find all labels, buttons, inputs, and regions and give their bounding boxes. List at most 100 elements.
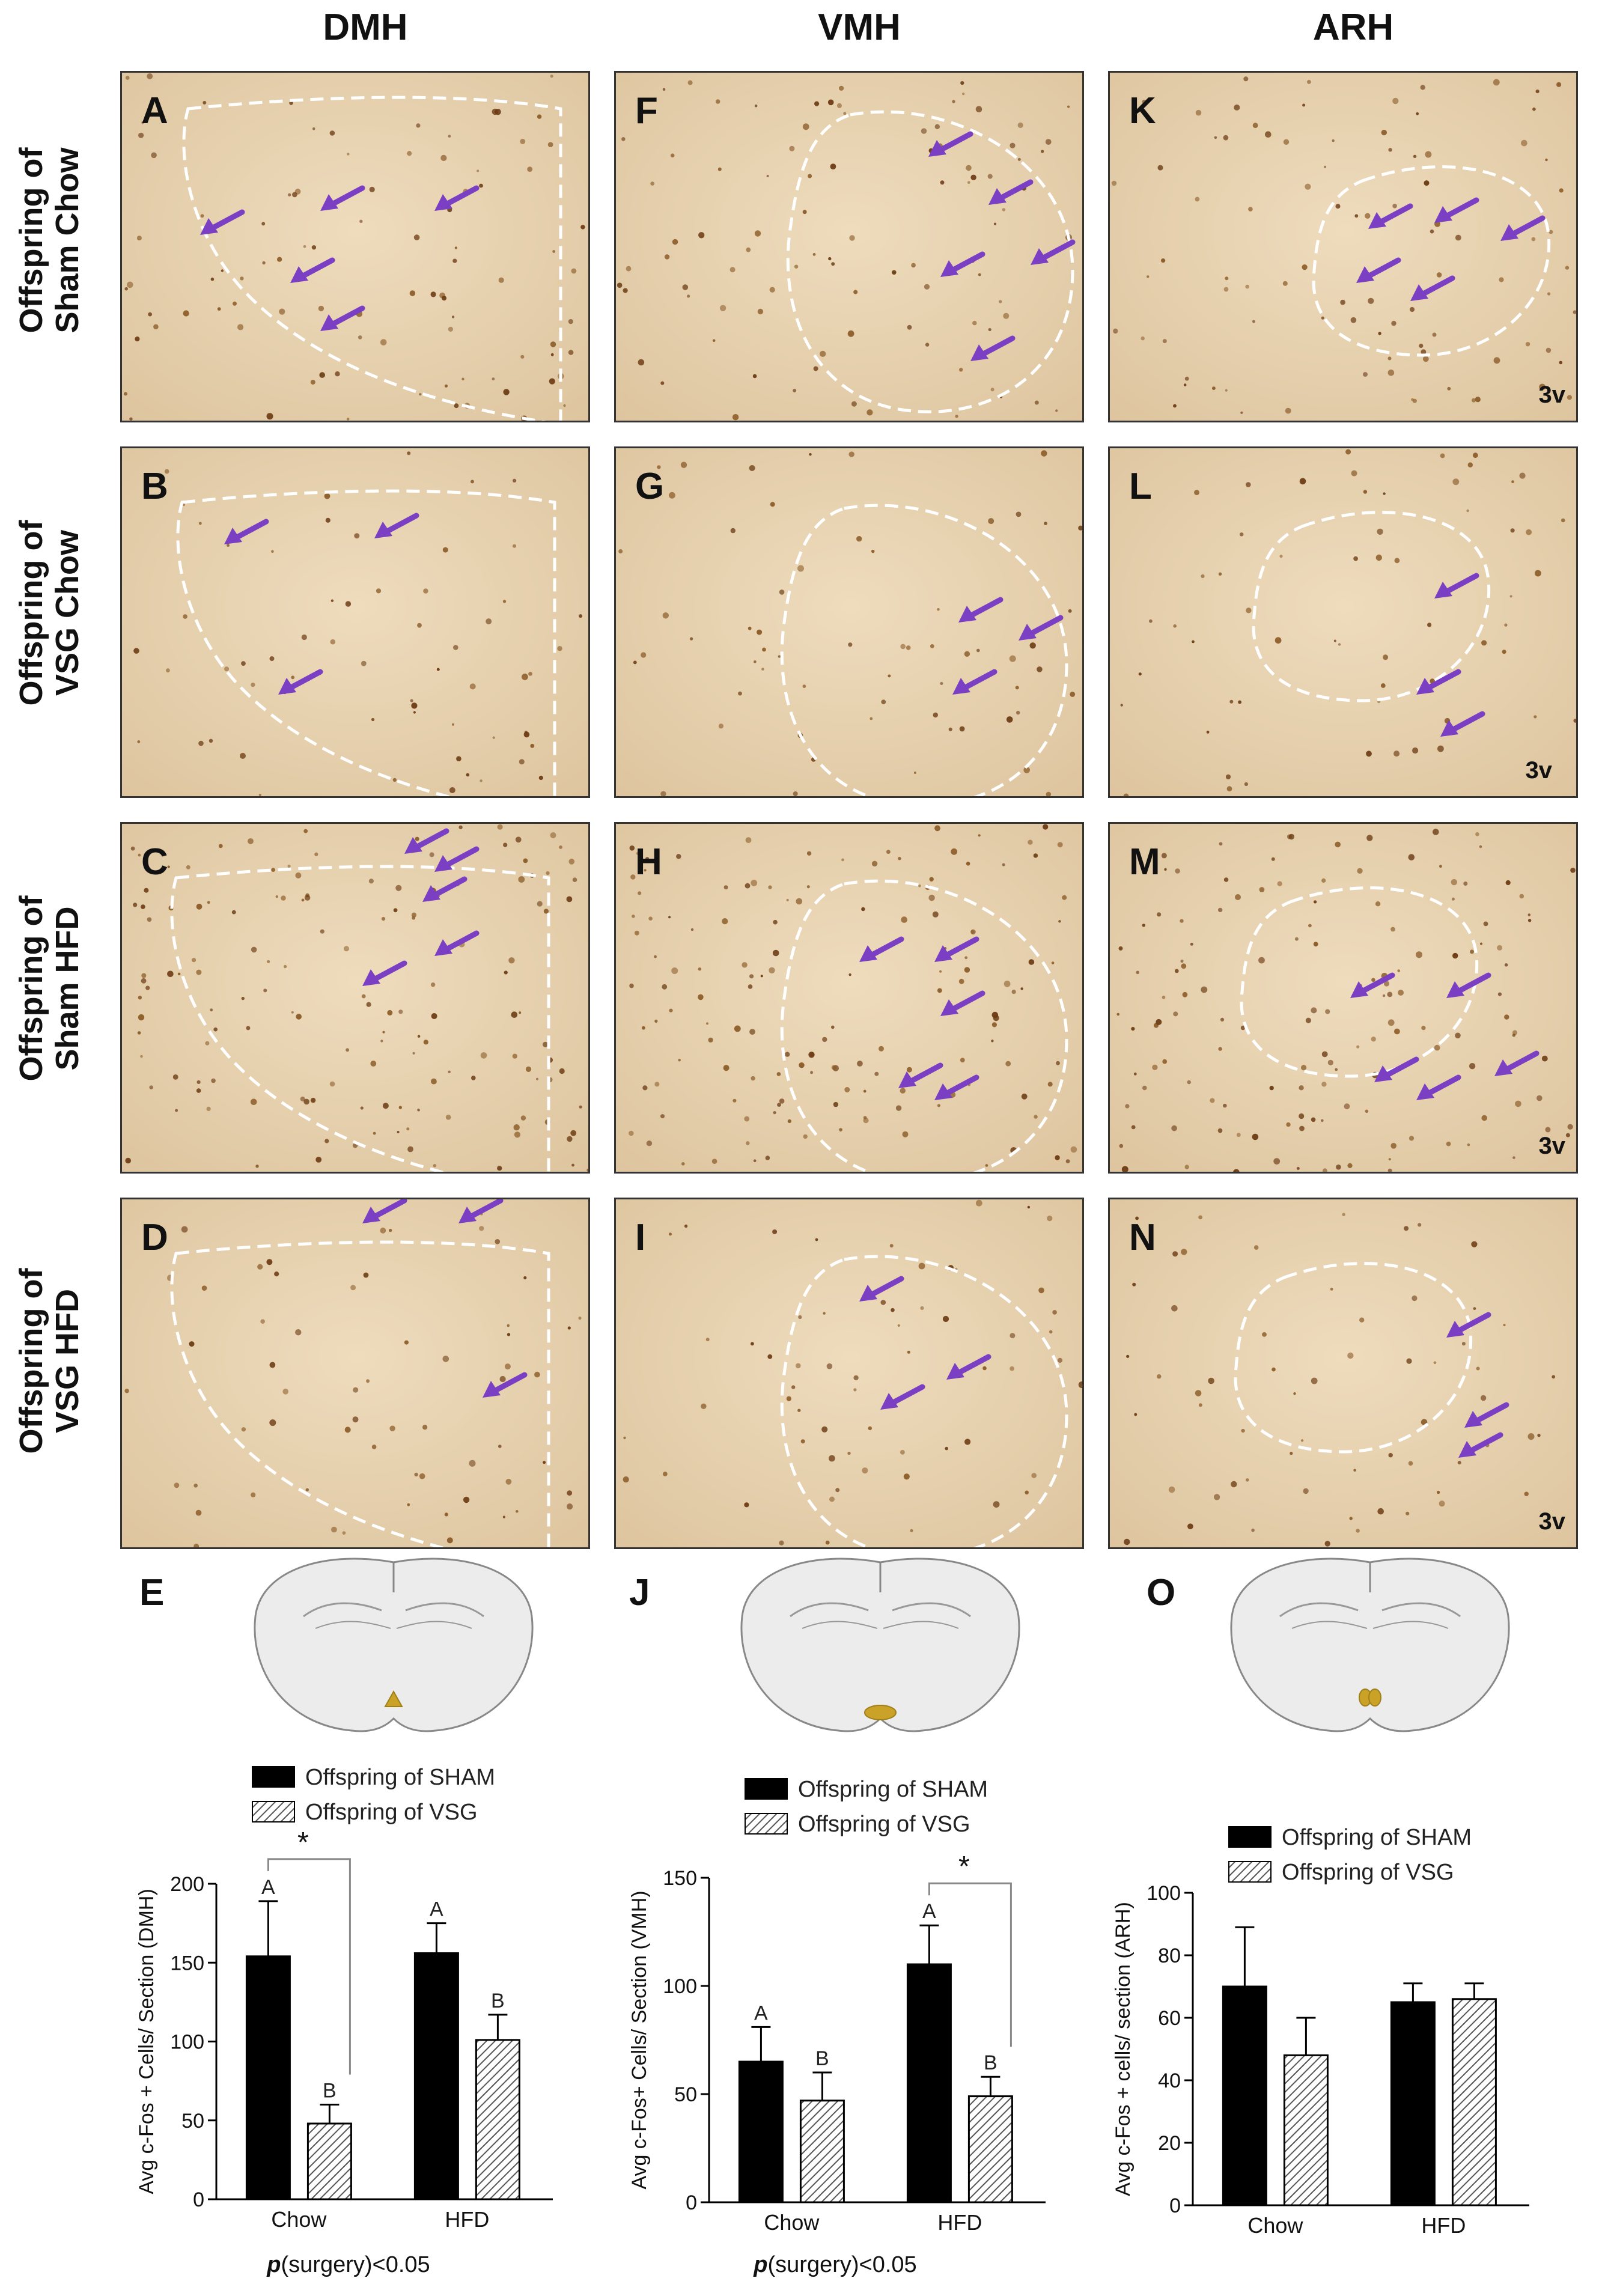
- stained-cell: [1175, 868, 1180, 874]
- stained-cell: [1235, 894, 1241, 900]
- stained-cell: [1493, 357, 1500, 364]
- stained-cell: [907, 1350, 910, 1354]
- stained-cell: [988, 518, 994, 525]
- stained-cell: [361, 660, 367, 666]
- stained-cell: [431, 1013, 437, 1019]
- stained-cell: [1023, 767, 1030, 773]
- stained-cell: [959, 368, 963, 372]
- stained-cell: [210, 1008, 213, 1012]
- stained-cell: [791, 1385, 796, 1389]
- stained-cell: [559, 845, 562, 849]
- stained-cell: [960, 81, 964, 85]
- stained-cell: [1031, 1473, 1037, 1478]
- stained-cell: [1422, 356, 1429, 362]
- arrow-icon: [1446, 972, 1491, 998]
- stained-cell: [454, 403, 459, 409]
- bar: [413, 1952, 459, 2200]
- stained-cell: [196, 1088, 201, 1093]
- stained-cell: [945, 1446, 948, 1451]
- stained-cell: [344, 946, 349, 952]
- stained-cell: [1452, 952, 1458, 959]
- stained-cell: [312, 127, 315, 130]
- stained-cell: [1387, 991, 1393, 997]
- stained-cell: [766, 175, 769, 177]
- stained-cell: [1161, 258, 1166, 263]
- stained-cell: [698, 967, 702, 971]
- stained-cell: [567, 1136, 573, 1142]
- stained-cell: [1377, 528, 1383, 535]
- stained-cell: [586, 1168, 588, 1172]
- stained-cell: [198, 740, 204, 746]
- stained-cell: [257, 1264, 263, 1270]
- stained-cell: [1065, 1159, 1070, 1163]
- micrograph-panel-vmh-2: G: [614, 446, 1084, 798]
- stained-cell: [776, 1072, 781, 1076]
- stained-cell: [895, 1105, 902, 1111]
- panel-letter: B: [141, 466, 168, 507]
- stained-cell: [1134, 1413, 1138, 1416]
- stained-cell: [1313, 942, 1318, 947]
- stained-cell: [518, 876, 525, 883]
- stained-cell: [371, 1445, 377, 1449]
- stained-cell: [993, 1015, 999, 1022]
- stained-cell: [1198, 1215, 1202, 1220]
- arrow-icon: [1350, 972, 1395, 998]
- stained-cell: [1157, 912, 1162, 917]
- stained-cell: [1359, 1317, 1365, 1323]
- stained-cell: [1157, 165, 1163, 171]
- stained-cell: [469, 683, 476, 690]
- stained-cell: [669, 1232, 672, 1236]
- stained-cell: [279, 308, 285, 315]
- stained-cell: [752, 374, 757, 379]
- stained-cell: [147, 73, 153, 79]
- stained-cell: [241, 996, 245, 1000]
- stained-cell: [668, 916, 671, 919]
- legend-label: Offspring of SHAM: [1282, 1825, 1472, 1850]
- stained-cell: [1371, 1037, 1376, 1042]
- stained-cell: [654, 955, 657, 958]
- stained-cell: [166, 668, 170, 673]
- stained-cell: [672, 239, 678, 245]
- stained-cell: [1327, 1059, 1333, 1065]
- stained-cell: [632, 915, 635, 918]
- stained-cell: [1556, 82, 1562, 87]
- stained-cell: [1301, 1065, 1307, 1071]
- micrograph-panel-dmh-2: B: [120, 446, 590, 798]
- stained-cell: [958, 978, 964, 984]
- panel-letter: A: [141, 90, 168, 132]
- stained-cell: [148, 312, 152, 317]
- stained-cell: [687, 294, 690, 298]
- stained-cell: [1475, 832, 1479, 836]
- micrograph-image: [1110, 73, 1576, 421]
- stained-cell: [354, 533, 360, 539]
- stained-cell: [955, 415, 958, 418]
- stained-cell: [1461, 1342, 1466, 1346]
- stained-cell: [1335, 204, 1341, 209]
- stained-cell: [1131, 1027, 1135, 1031]
- stained-cell: [1436, 272, 1442, 278]
- stained-cell: [448, 135, 451, 138]
- stained-cell: [311, 245, 317, 250]
- legend-label: Offspring of SHAM: [798, 1777, 988, 1802]
- stained-cell: [933, 712, 938, 718]
- stained-cell: [433, 1164, 437, 1168]
- stained-cell: [1162, 995, 1166, 999]
- stained-cell: [508, 957, 515, 964]
- stained-cell: [1223, 287, 1229, 292]
- stained-cell: [1258, 957, 1265, 964]
- stained-cell: [1164, 868, 1167, 871]
- stained-cell: [498, 277, 504, 283]
- stained-cell: [1223, 1103, 1227, 1108]
- stained-cell: [458, 825, 463, 829]
- stained-cell: [863, 1089, 867, 1093]
- stained-cell: [959, 726, 965, 732]
- stained-cell: [732, 1098, 737, 1103]
- stained-cell: [463, 1496, 470, 1503]
- stained-cell: [568, 859, 575, 865]
- stained-cell: [972, 320, 977, 326]
- stained-cell: [1034, 1115, 1038, 1119]
- stained-cell: [993, 222, 997, 225]
- stained-cell: [1419, 343, 1424, 349]
- arrow-icon: [1368, 203, 1413, 229]
- arrow-icon: [1464, 1402, 1509, 1428]
